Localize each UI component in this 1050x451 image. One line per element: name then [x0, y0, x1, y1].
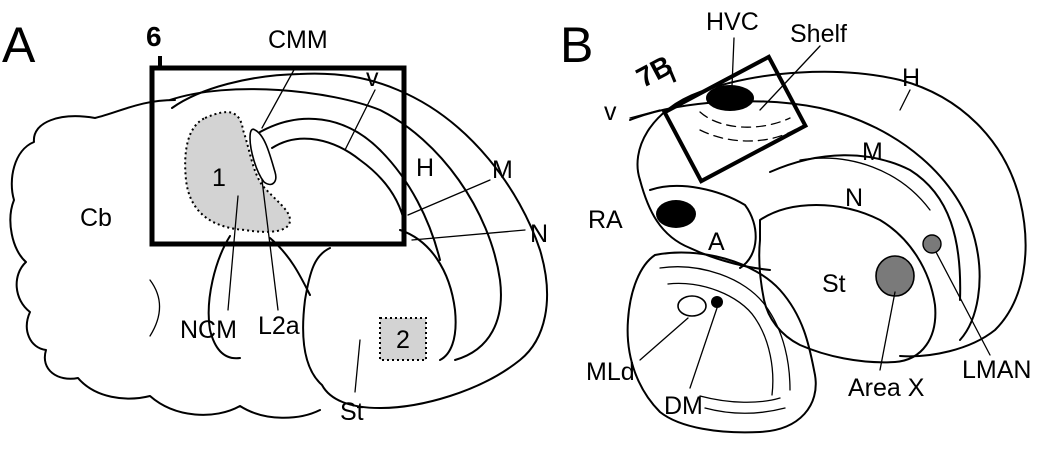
midline-connector [269, 237, 311, 296]
telencephalon-outline [171, 72, 549, 409]
b-midbrain-outline [626, 251, 817, 434]
box-7b-label: 7B [631, 49, 677, 93]
panel-a-letter: A [2, 17, 36, 73]
ncm-region-1 [184, 111, 292, 233]
label-m-b: M [862, 138, 883, 166]
panel-b-letter: B [560, 17, 593, 73]
lamina-h [169, 88, 502, 361]
l2a-field [249, 128, 277, 186]
box-6 [149, 65, 407, 247]
label-v-b: v [604, 98, 617, 126]
label-area-x: Area X [848, 374, 925, 402]
b-midbrain-inner-4 [704, 407, 786, 414]
label-cb: Cb [80, 204, 112, 232]
label-ra: RA [588, 206, 623, 234]
leader-h-b [899, 89, 911, 111]
leader-lman [935, 251, 991, 356]
leader-n [411, 229, 526, 241]
nucleus-mld [677, 295, 707, 317]
label-lman: LMAN [962, 356, 1031, 384]
region-2-square [379, 317, 427, 361]
box-6-label: 6 [146, 21, 162, 52]
label-n-a: N [530, 220, 548, 248]
label-hvc: HVC [706, 8, 759, 36]
label-v-a: v [366, 64, 379, 92]
nucleus-dm [711, 296, 723, 308]
label-m-a: M [492, 156, 513, 184]
b-lamina-m-inner [799, 157, 931, 211]
label-mld: MLd [586, 358, 635, 386]
b-midbrain-inner-3 [699, 395, 781, 403]
b-striatum-outline [758, 204, 937, 364]
cerebellum-outline [9, 99, 321, 419]
nucleus-area-x [875, 255, 915, 297]
leader-dm [689, 307, 718, 389]
label-st-b: St [822, 270, 846, 298]
leader-area-x [879, 291, 896, 371]
label-ncm: NCM [180, 316, 237, 344]
b-midbrain-inner-1 [659, 266, 791, 391]
lamina-m [399, 229, 457, 361]
cerebellum-fold [149, 279, 161, 337]
nucleus-hvc [706, 85, 754, 111]
leader-cmm [261, 67, 296, 129]
box-7b-tick [668, 69, 677, 83]
leader-v [344, 89, 376, 151]
nucleus-ra [656, 200, 696, 228]
shelf-dashed-1 [699, 111, 791, 128]
leader-mld [639, 317, 689, 361]
brainstem-outline [207, 235, 241, 360]
leader-l2a [261, 179, 279, 311]
b-midbrain-inner-2 [667, 282, 774, 396]
label-a-b: A [708, 228, 725, 256]
leader-m [407, 179, 491, 216]
label-st-a: St [340, 398, 364, 426]
label-shelf: Shelf [790, 20, 847, 48]
panel-a: A 6 CMM v H M N [2, 17, 548, 426]
b-arcopallium-outline [649, 184, 757, 269]
panel-b: B 7B [560, 8, 1031, 434]
label-cmm: CMM [268, 26, 328, 54]
label-region-2: 2 [396, 326, 410, 354]
label-h-a: H [416, 154, 434, 182]
nucleus-lman [922, 234, 942, 254]
label-h-b: H [902, 64, 920, 92]
label-dm: DM [664, 392, 703, 420]
leader-v-b [629, 109, 661, 119]
leader-hvc [731, 37, 735, 87]
b-lamina-m [769, 154, 962, 301]
leader-shelf [759, 45, 821, 111]
label-region-1: 1 [212, 164, 226, 192]
leader-ncm [227, 195, 239, 311]
lamina-inner [259, 117, 441, 261]
box-7b [661, 54, 809, 184]
label-n-b: N [845, 184, 863, 212]
leader-st-a [354, 339, 361, 393]
ventricle-v-line [271, 137, 406, 226]
label-l2a: L2a [258, 312, 300, 340]
